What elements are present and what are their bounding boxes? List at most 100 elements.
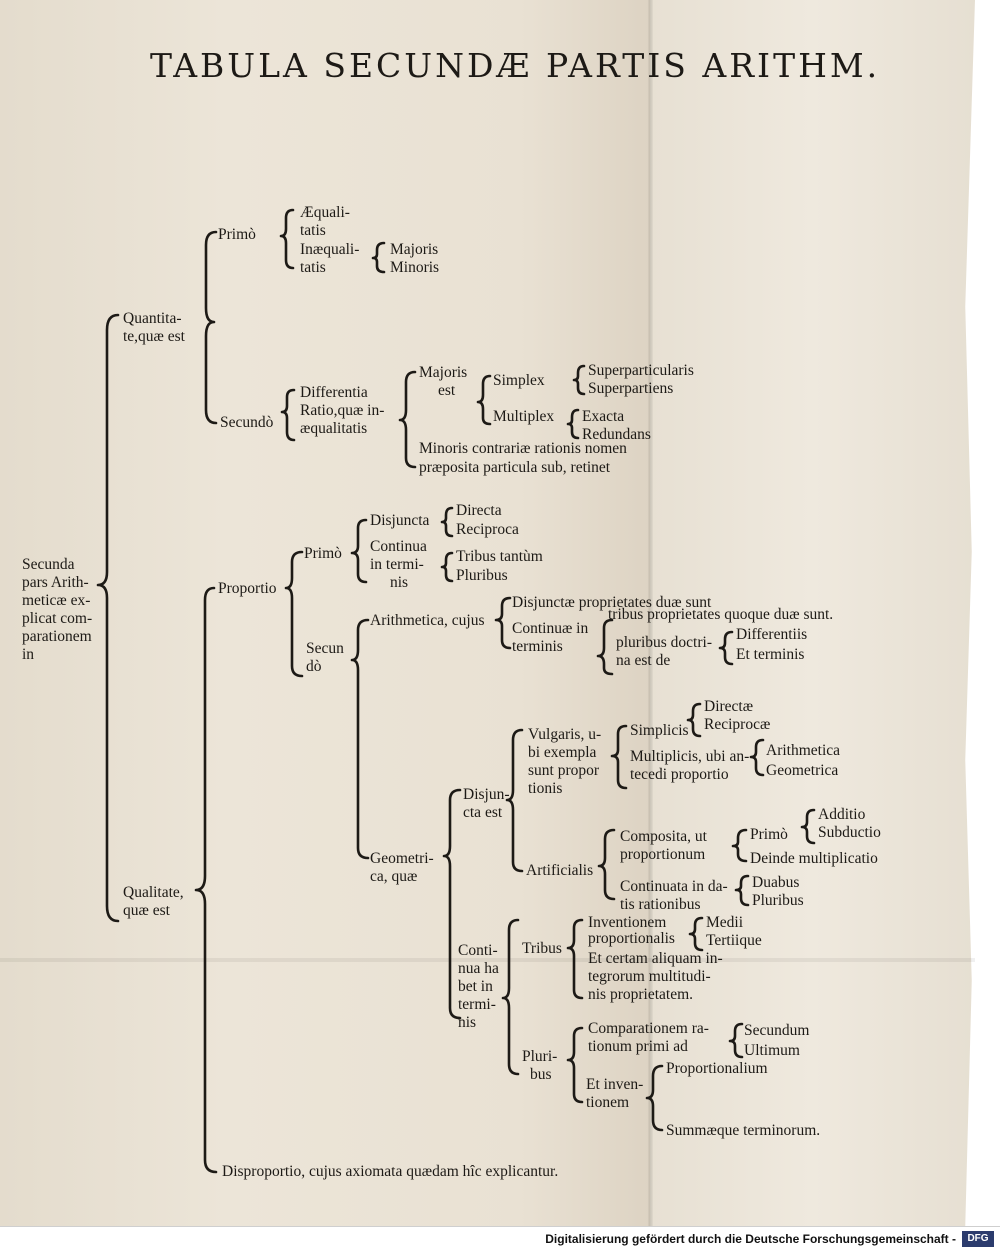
inventionem-line2: proportionalis — [588, 930, 675, 947]
dfg-logo: DFG — [962, 1231, 994, 1247]
composita-line2: proportionum — [620, 846, 706, 863]
differentia-line1: Differentia — [300, 384, 368, 401]
continua-habet-line2: nua ha — [458, 960, 499, 977]
proportio-primo-brace — [350, 518, 368, 584]
root-label-line1: Secunda — [22, 556, 75, 573]
simplex-label: Simplex — [493, 372, 545, 389]
continuata-line1: Continuata in da- — [620, 878, 728, 895]
geometrica-brace — [442, 788, 462, 1020]
majoris-est-line1: Majoris — [419, 364, 468, 381]
continua-line3: nis — [390, 574, 409, 591]
multiplicis-brace — [749, 738, 765, 777]
proportio-label: Proportio — [218, 580, 277, 597]
geometrica-line1: Geometri- — [370, 850, 434, 867]
vertical-fold — [648, 0, 653, 1226]
reciprocae-label: Reciprocæ — [704, 716, 771, 733]
qualitate-bracket — [194, 586, 218, 1174]
minoris-rule-line2: præposita particula sub, retinet — [419, 459, 611, 476]
continua-line1: Continua — [370, 538, 427, 555]
inaequalitatis-brace — [371, 241, 386, 274]
pluribus-doctrina-brace — [596, 618, 614, 676]
secundum-label: Secundum — [744, 1022, 810, 1039]
geometrica-line2: ca, quæ — [370, 868, 418, 885]
primo-brace — [279, 208, 295, 270]
differentia-line2: Ratio,quæ in- — [300, 402, 385, 419]
et-inventionem-line1: Et inven- — [586, 1076, 644, 1093]
continuata-brace — [734, 874, 750, 907]
pluribus-ratio-label: Pluribus — [752, 892, 804, 909]
continua-habet-line5: nis — [458, 1014, 477, 1031]
et-certam-line3: nis proprietatem. — [588, 986, 694, 1003]
medii-brace — [688, 916, 704, 952]
quantitate-primo-label: Primò — [218, 226, 256, 243]
multiplex-brace — [566, 408, 580, 440]
deinde-label: Deinde multiplicatio — [750, 850, 878, 867]
superparticularis-label: Superparticularis — [588, 362, 694, 379]
primo-operation-label: Primò — [750, 826, 788, 843]
root-label-line6: in — [22, 646, 35, 663]
vulgaris-line3: sunt propor — [528, 762, 600, 779]
quantitate-label-line1: Quantita- — [123, 310, 182, 327]
disjunctae-label: Disjunctæ proprietates duæ sunt — [512, 594, 712, 611]
multiplex-label: Multiplex — [493, 408, 555, 425]
artificialis-label: Artificialis — [526, 862, 594, 879]
differentiis-label: Differentiis — [736, 626, 808, 643]
ultimum-label: Ultimum — [744, 1042, 800, 1059]
page-title: TABULA SECUNDÆ PARTIS ARITHM. — [150, 46, 881, 85]
subductio-label: Subductio — [818, 824, 881, 841]
arithmetica-label: Arithmetica, cujus — [370, 612, 485, 629]
quantitate-secundo-label: Secundò — [220, 414, 274, 431]
tertiique-label: Tertiique — [706, 932, 762, 949]
qualitate-label-line2: quæ est — [123, 902, 170, 919]
vulgaris-line1: Vulgaris, u- — [528, 726, 602, 743]
proportionalium-label: Proportionalium — [666, 1060, 768, 1077]
continuae-line1: Continuæ in — [512, 620, 589, 637]
additio-label: Additio — [818, 806, 866, 823]
disjuncta-label: Disjuncta — [370, 512, 430, 529]
inventionem-line1: Inventionem — [588, 914, 667, 931]
disjuncta-brace — [440, 506, 454, 538]
continuae-line2: terminis — [512, 638, 563, 655]
root-bracket — [96, 313, 120, 923]
tribus-tantum-label: Tribus tantùm — [456, 548, 543, 565]
vulgaris-brace — [610, 724, 628, 790]
qualitate-label-line1: Qualitate, — [123, 884, 184, 901]
comparationem-brace — [728, 1022, 744, 1059]
majoris-est-line2: est — [438, 382, 456, 399]
tribus-proprietates-label: tribus proprietates quoque duæ sunt. — [608, 606, 834, 623]
summaeque-label: Summæque terminorum. — [666, 1122, 821, 1139]
continua-habet-line3: bet in — [458, 978, 493, 995]
directa-label: Directa — [456, 502, 502, 519]
minoris-label: Minoris — [390, 259, 440, 276]
multiplicis-line2: tecedi proportio — [630, 766, 729, 783]
quantitate-label-line2: te,quæ est — [123, 328, 185, 345]
et-certam-line2: tegrorum multitudi- — [588, 968, 711, 985]
aequalitatis-line1: Æquali- — [300, 204, 350, 221]
root-label-line3: meticæ ex- — [22, 592, 91, 609]
tribus-label: Tribus — [522, 940, 562, 957]
additio-brace — [800, 808, 816, 845]
disjuncta-est-brace — [505, 728, 524, 873]
inaequalitatis-line1: Inæquali- — [300, 241, 360, 258]
differentia-line3: æqualitatis — [300, 420, 368, 437]
disjuncta-est-line2: cta est — [463, 804, 503, 821]
composita-brace — [731, 828, 748, 863]
differentiis-brace — [718, 630, 734, 666]
pluribus-label: Pluribus — [456, 567, 508, 584]
proportio-secundo-brace — [350, 618, 370, 860]
proportio-secundo-line1: Secun — [306, 640, 344, 657]
footer-credit: Digitalisierung gefördert durch die Deut… — [545, 1232, 956, 1246]
duabus-label: Duabus — [752, 874, 800, 891]
root-label-line5: parationem — [22, 628, 92, 645]
footer-bar: Digitalisierung gefördert durch die Deut… — [0, 1226, 1000, 1250]
vulgaris-line4: tionis — [528, 780, 563, 797]
tribus-brace — [566, 918, 584, 1000]
simplex-brace — [572, 364, 586, 396]
arithmetica-sub-label: Arithmetica — [766, 742, 841, 759]
secundo-brace — [280, 388, 296, 442]
et-certam-line1: Et certam aliquam in- — [588, 950, 723, 967]
continua-habet-line1: Conti- — [458, 942, 498, 959]
paper-left-leaf — [0, 0, 650, 1226]
continua-line2: in termi- — [370, 556, 424, 573]
